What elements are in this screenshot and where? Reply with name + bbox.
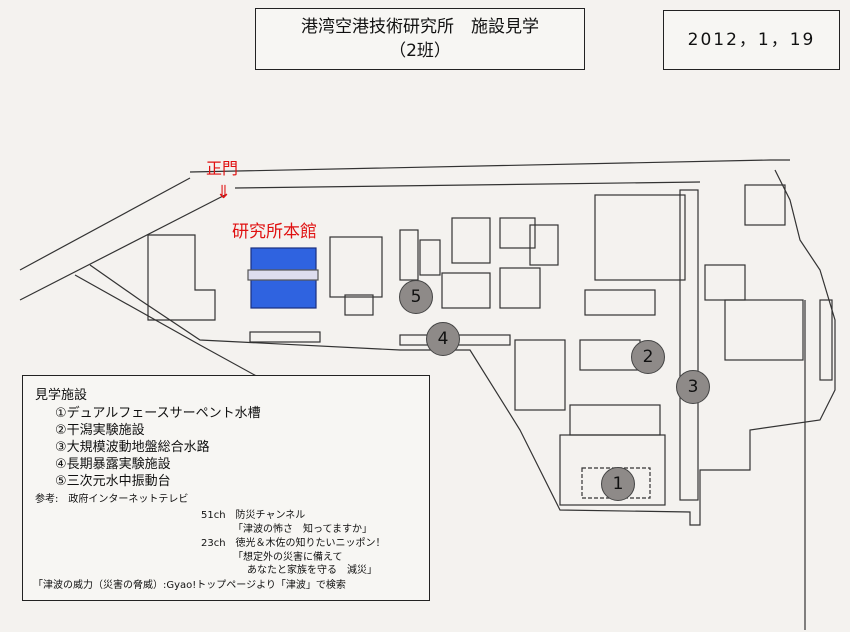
date: 2012，1，19 [687, 30, 816, 50]
road-inner [234, 181, 701, 189]
road-west-2 [19, 194, 226, 301]
legend-heading: 見学施設 [35, 388, 88, 403]
date-box: 2012，1，19 [663, 10, 840, 70]
building [329, 236, 383, 298]
title-box: 港湾空港技術研究所 施設見学 （2班） [255, 8, 585, 70]
ch23-label: 23ch 徳光＆木佐の知りたいニッポン！ [201, 538, 386, 549]
road-west [19, 177, 191, 271]
ch23-title-2: あなたと家族を守る 減災」 [247, 565, 377, 576]
building [704, 264, 746, 301]
road-north [189, 159, 790, 173]
building [514, 339, 566, 411]
building [499, 217, 536, 249]
channel [679, 189, 699, 501]
building [569, 404, 661, 436]
ch51-label: 51ch 防災チャンネル [201, 510, 306, 521]
ch51-title: 「津波の怖さ 知ってますか」 [233, 524, 372, 535]
facility-3: ③大規模波動地盤総合水路 [55, 440, 210, 455]
headquarters-wing [247, 269, 319, 281]
main-gate-label: 正門 [206, 159, 239, 178]
facility-2: ②干潟実験施設 [55, 423, 145, 438]
facility-4: ④長期暴露実験施設 [55, 457, 171, 472]
building [744, 184, 786, 226]
legend-box: 見学施設 ①デュアルフェースサーペント水槽 ②干潟実験施設 ③大規模波動地盤総合… [22, 375, 430, 601]
facility-1: ①デュアルフェースサーペント水槽 [55, 406, 261, 421]
building [559, 434, 666, 506]
building [441, 272, 491, 309]
headquarters-label: 研究所本館 [232, 222, 317, 242]
building [399, 229, 419, 281]
page-title: 港湾空港技術研究所 施設見学 [301, 17, 539, 37]
facility-5: ⑤三次元水中振動台 [55, 474, 171, 489]
marker-3[interactable]: 3 [676, 370, 710, 404]
ch23-title-1: 「想定外の災害に備えて [233, 552, 343, 563]
gate-arrow-icon: ⇓ [216, 182, 232, 203]
building [724, 299, 804, 361]
building [419, 239, 441, 276]
building [819, 299, 833, 381]
building [147, 234, 216, 321]
site-boundary [89, 169, 836, 630]
marker-5[interactable]: 5 [399, 280, 433, 314]
marker-4[interactable]: 4 [426, 322, 460, 356]
building [594, 194, 686, 281]
building [344, 294, 374, 316]
marker-1[interactable]: 1 [601, 467, 635, 501]
building [451, 217, 491, 264]
building [529, 224, 559, 266]
building [249, 331, 321, 343]
reference-label: 参考: 政府インターネットテレビ [35, 494, 189, 505]
marker-2[interactable]: 2 [631, 340, 665, 374]
building [499, 267, 541, 309]
group-label: （2班） [389, 41, 451, 61]
building [584, 289, 656, 316]
gyao-note: 「津波の威力（災害の脅威）:Gyao!トップページより「津波」で検索 [33, 580, 346, 591]
